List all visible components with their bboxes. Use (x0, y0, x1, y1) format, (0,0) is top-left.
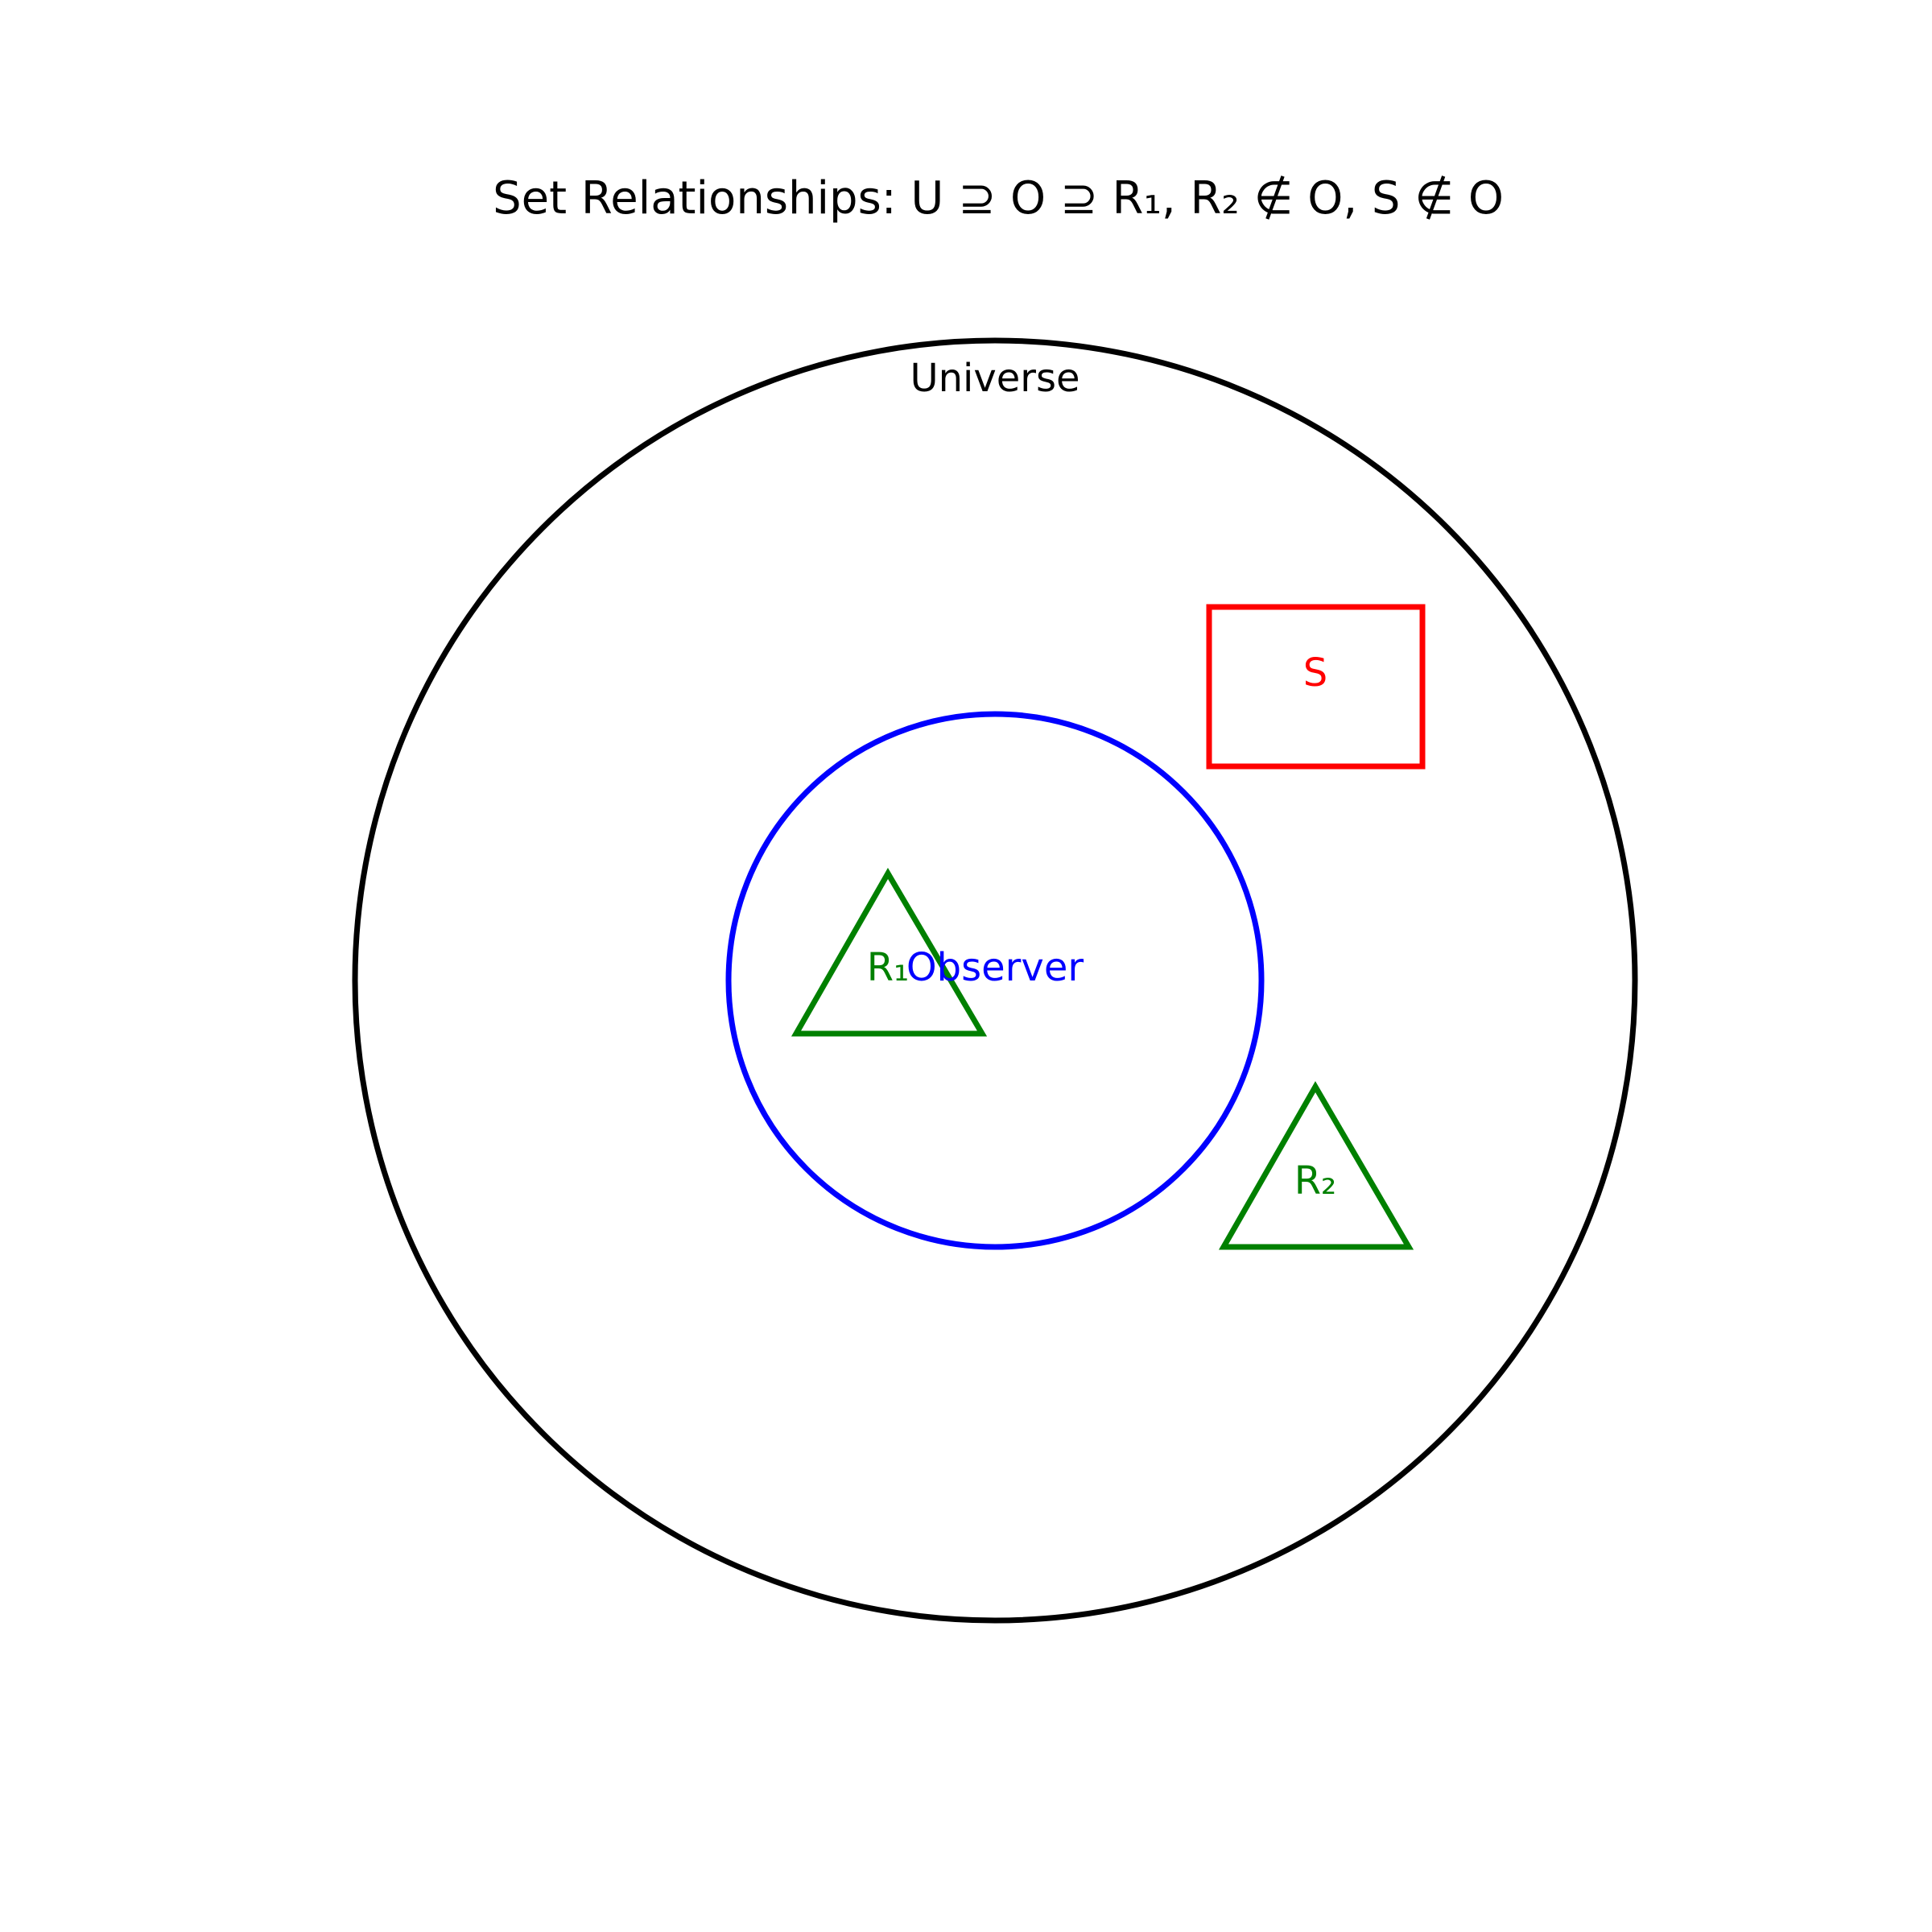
r2-label: R₂ (1294, 1158, 1337, 1203)
s-label: S (1303, 650, 1327, 696)
r1-triangle (791, 868, 988, 1037)
r1-label: R₁ (867, 945, 910, 990)
s-rectangle (1206, 604, 1426, 770)
observer-circle (725, 711, 1265, 1250)
universe-label: Universe (910, 356, 1080, 401)
observer-label: Observer (906, 945, 1084, 990)
diagram-title: Set Relationships: U ⊇ O ⊇ R₁, R₂ ∉ O, S… (493, 172, 1504, 225)
r2-triangle (1218, 1081, 1414, 1250)
universe-circle (352, 337, 1638, 1624)
